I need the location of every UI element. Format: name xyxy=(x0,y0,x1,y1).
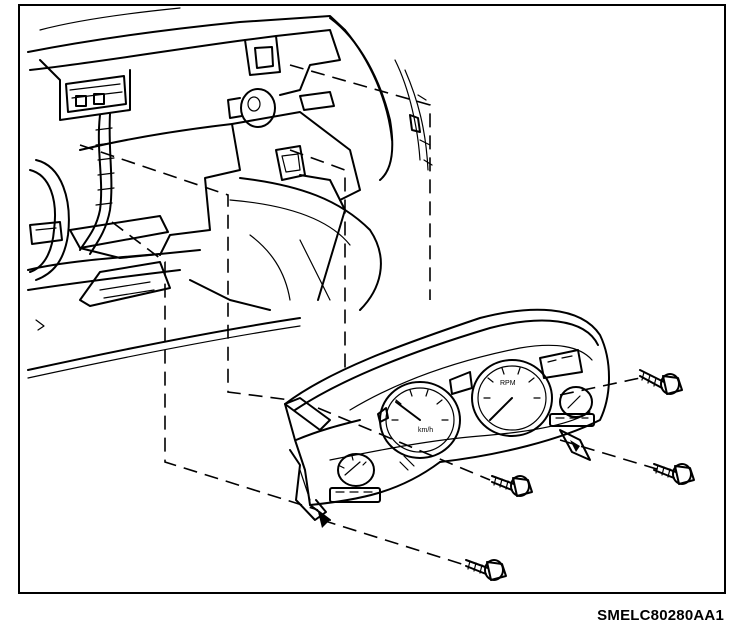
fuel-gauge xyxy=(337,453,375,487)
screw-lower-right xyxy=(653,463,695,485)
temperature-gauge xyxy=(559,386,593,418)
instrument-panel-carrier xyxy=(27,7,433,311)
screw-lower-left xyxy=(465,559,507,581)
screw-middle xyxy=(491,475,533,497)
tachometer: RPM xyxy=(471,359,553,437)
figure-caption: SMELC80280AA1 xyxy=(597,607,724,624)
svg-text:km/h: km/h xyxy=(418,427,433,434)
wiring-harness xyxy=(27,59,301,379)
svg-text:RPM: RPM xyxy=(500,380,516,387)
instrument-cluster: km/h RPM xyxy=(284,308,610,528)
alignment-leader-lines xyxy=(79,64,661,567)
speedometer: km/h xyxy=(379,381,461,459)
screw-upper-right xyxy=(639,369,683,395)
